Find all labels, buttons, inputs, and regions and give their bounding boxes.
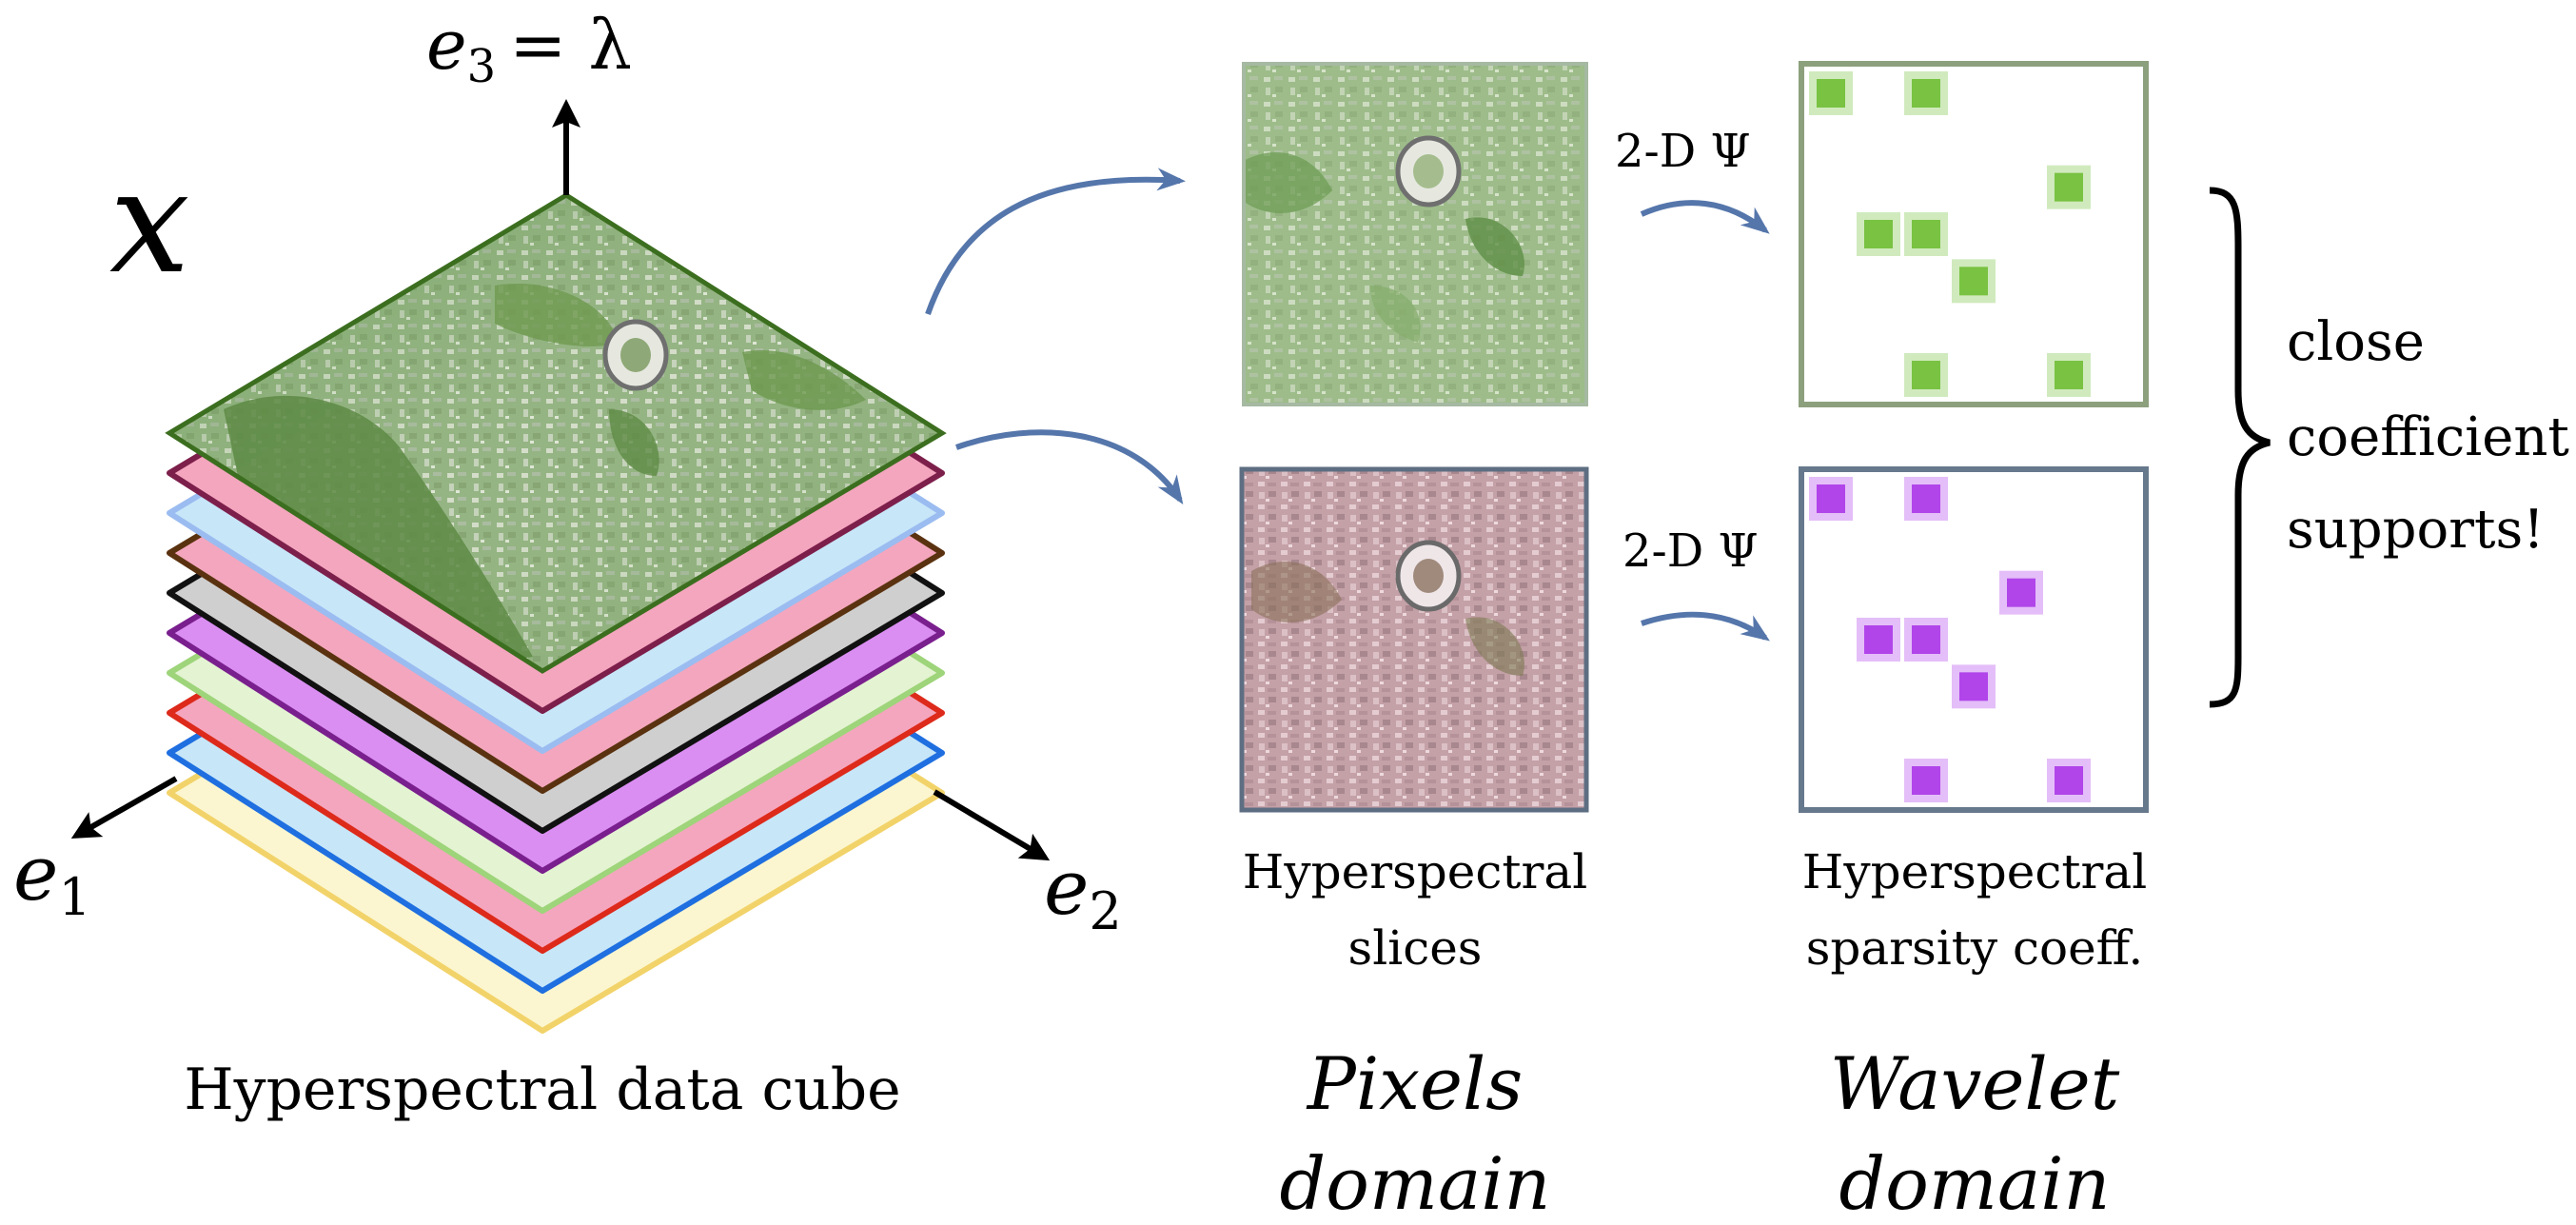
axis-e1-arrow bbox=[70, 776, 178, 839]
coeff-bottom-cells-coefficient-3 bbox=[1864, 625, 1893, 654]
coeff-caption-line1: Hyperspectral bbox=[1802, 844, 2147, 899]
slices-caption-line1: Hyperspectral bbox=[1243, 844, 1587, 899]
wavelet-domain-line2: domain bbox=[1839, 1141, 2110, 1225]
slice-image-pink bbox=[1239, 466, 1589, 813]
coeff-top-cells-coefficient-5 bbox=[1959, 267, 1988, 296]
transform-label-bottom: 2-D Ψ bbox=[1622, 524, 1759, 578]
coeff-bottom-cells-coefficient-2 bbox=[2007, 578, 2035, 607]
arrow-to-top-slice bbox=[925, 168, 1186, 315]
coeff-bottom-cells-coefficient-1 bbox=[1912, 484, 1940, 513]
pixels-domain-line2: domain bbox=[1279, 1141, 1550, 1225]
axis-e1-label: e1 bbox=[13, 829, 91, 927]
coeff-bottom-cells-coefficient-7 bbox=[2055, 766, 2083, 795]
arrow-transform-top bbox=[1640, 200, 1770, 234]
pixels-domain-line1: Pixels bbox=[1306, 1041, 1524, 1126]
slice-image-green bbox=[1242, 62, 1588, 406]
arrow-transform-bottom bbox=[1641, 611, 1770, 642]
coeff-bottom-cells-coefficient-5 bbox=[1959, 672, 1988, 701]
transform-label-top: 2-D Ψ bbox=[1615, 125, 1751, 178]
coeff-top-cells-coefficient-3 bbox=[1864, 220, 1893, 248]
coeff-top-cells-coefficient-2 bbox=[2055, 172, 2083, 202]
brace-label-line1: close bbox=[2287, 311, 2425, 373]
axis-e2-label: e2 bbox=[1044, 843, 1122, 941]
coeff-grid-top bbox=[1799, 61, 2149, 407]
coeff-top-cells-coefficient-1 bbox=[1912, 79, 1940, 108]
coeff-bottom-cells-coefficient-4 bbox=[1912, 625, 1940, 654]
brace-label-line2: coefficient bbox=[2287, 406, 2569, 468]
coeff-top-cells-coefficient-6 bbox=[1912, 361, 1940, 389]
brace-label-line3: supports! bbox=[2287, 499, 2545, 561]
cube-symbol-x: x bbox=[109, 140, 190, 306]
axis-e3-label: e3= λ bbox=[426, 5, 632, 93]
right-brace bbox=[2209, 187, 2271, 708]
coeff-bottom-cells-coefficient-6 bbox=[1912, 766, 1940, 795]
coeff-top-cells-coefficient-7 bbox=[2055, 361, 2083, 389]
coeff-top-cells-coefficient-4 bbox=[1912, 220, 1940, 248]
slices-caption-line2: slices bbox=[1348, 920, 1483, 976]
axis-e2-arrow bbox=[933, 789, 1051, 861]
arrow-to-bottom-slice bbox=[955, 429, 1184, 504]
cube-caption: Hyperspectral data cube bbox=[184, 1057, 900, 1123]
coeff-bottom-cells-coefficient-0 bbox=[1817, 484, 1845, 513]
coeff-top-cells-coefficient-0 bbox=[1817, 79, 1845, 108]
coeff-caption-line2: sparsity coeff. bbox=[1806, 920, 2144, 976]
wavelet-domain-line1: Wavelet bbox=[1830, 1041, 2120, 1126]
coeff-grid-bottom bbox=[1799, 466, 2149, 813]
